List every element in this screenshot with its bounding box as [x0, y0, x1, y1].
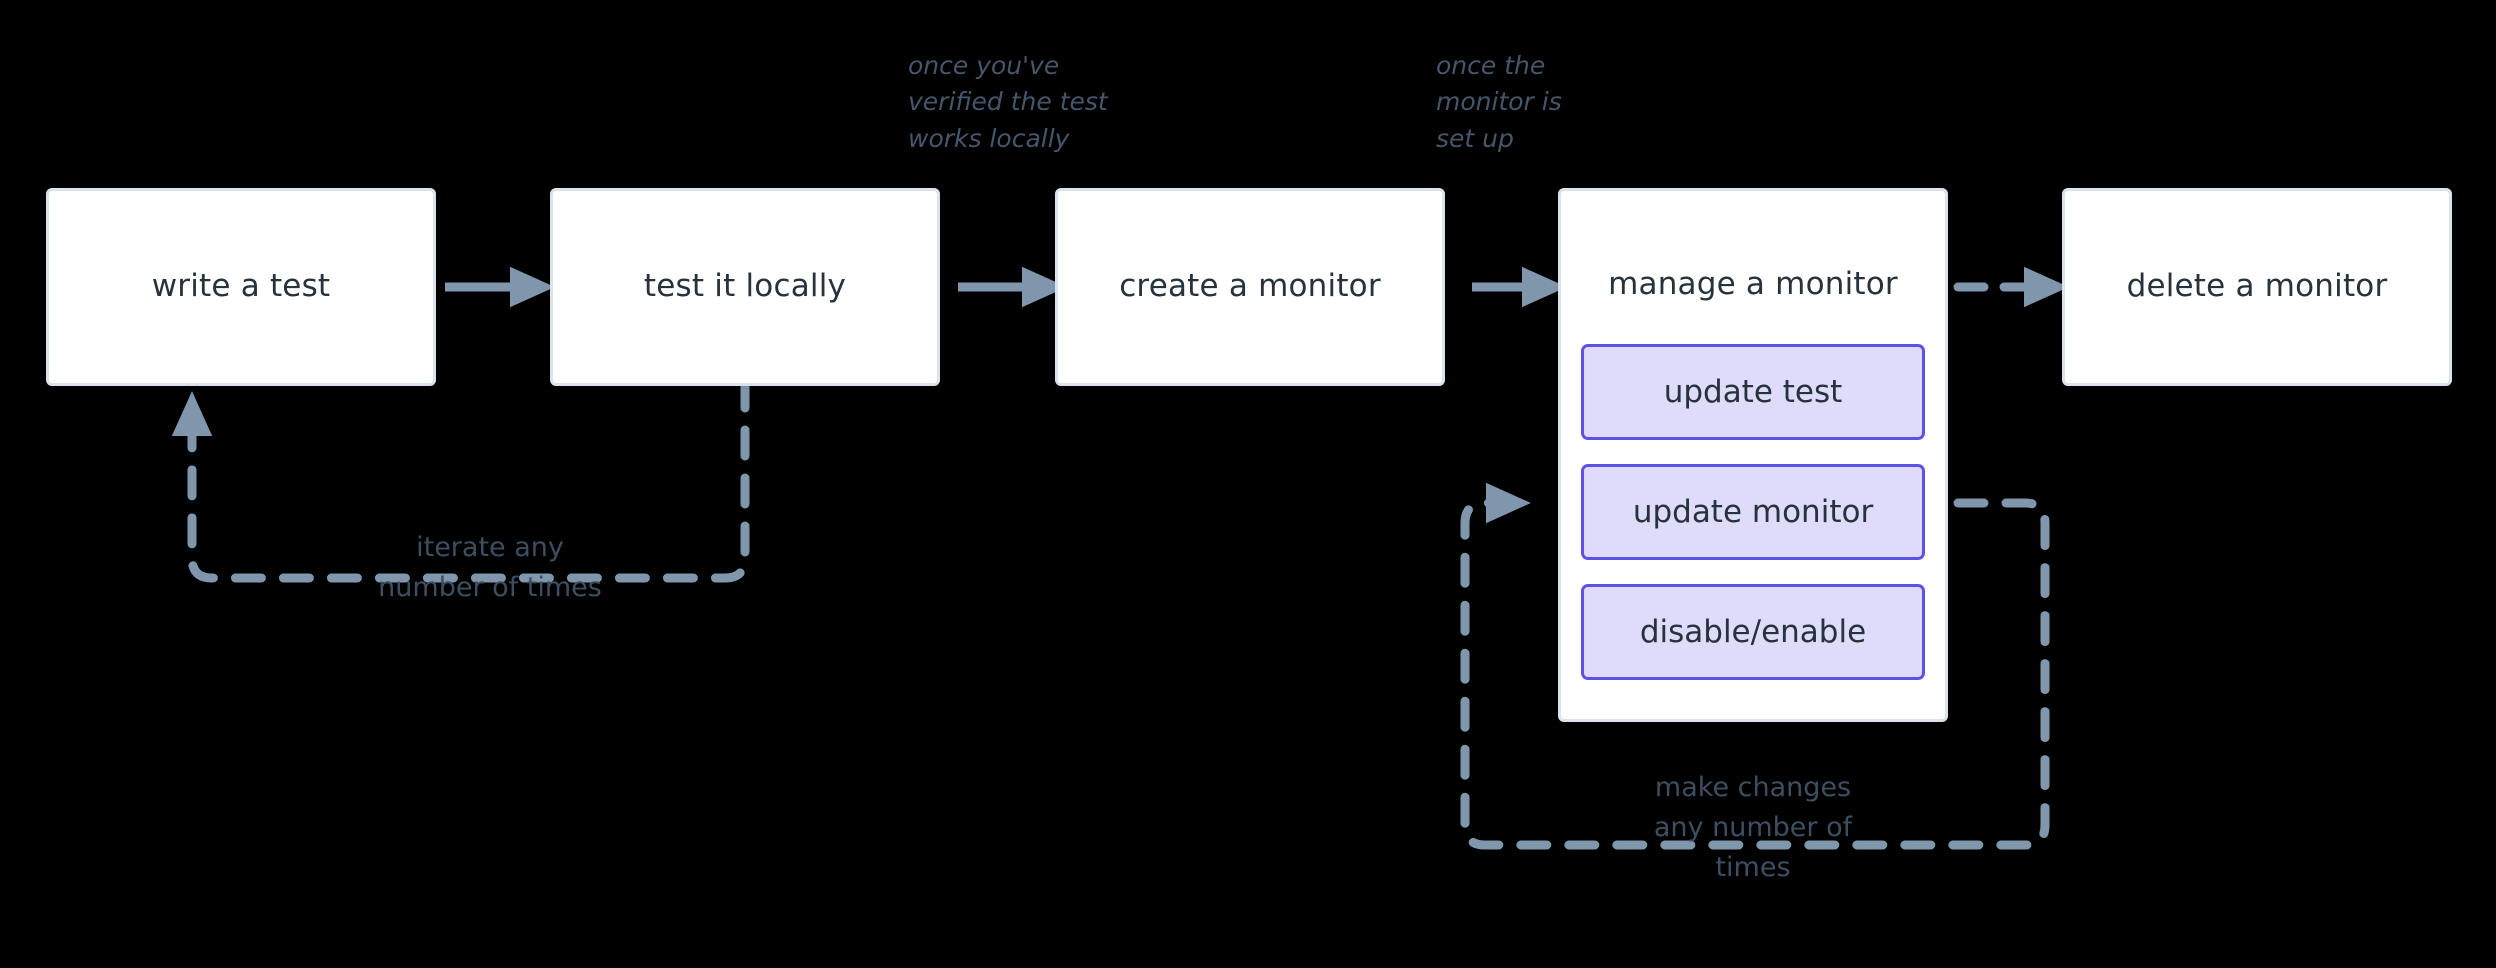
node-label: manage a monitor [1608, 266, 1898, 303]
node-test-it-locally[interactable]: test it locally [550, 188, 940, 386]
node-label: write a test [151, 268, 331, 305]
node-write-a-test[interactable]: write a test [46, 188, 436, 386]
annotation-monitor-set-up: once the monitor is set up [1436, 51, 1562, 153]
node-manage-a-monitor[interactable]: manage a monitor update test update moni… [1558, 188, 1948, 722]
subnode-label: disable/enable [1639, 613, 1867, 650]
node-delete-a-monitor[interactable]: delete a monitor [2062, 188, 2452, 386]
node-label: delete a monitor [2126, 268, 2388, 305]
edge-label-iterate-loop: iterate any number of times [378, 532, 602, 603]
subnode-update-monitor[interactable]: update monitor [1581, 463, 1925, 560]
subnode-update-test[interactable]: update test [1581, 343, 1925, 440]
edge-label-make-changes-loop: make changes any number of times [1653, 772, 1853, 883]
subnode-label: update monitor [1632, 493, 1874, 530]
node-label: test it locally [643, 268, 847, 305]
subnode-label: update test [1663, 373, 1843, 410]
node-create-a-monitor[interactable]: create a monitor [1055, 188, 1445, 386]
annotation-verified-locally: once you've verified the test works loca… [908, 51, 1108, 153]
subnode-disable-enable[interactable]: disable/enable [1581, 583, 1925, 680]
node-label: create a monitor [1119, 268, 1381, 305]
